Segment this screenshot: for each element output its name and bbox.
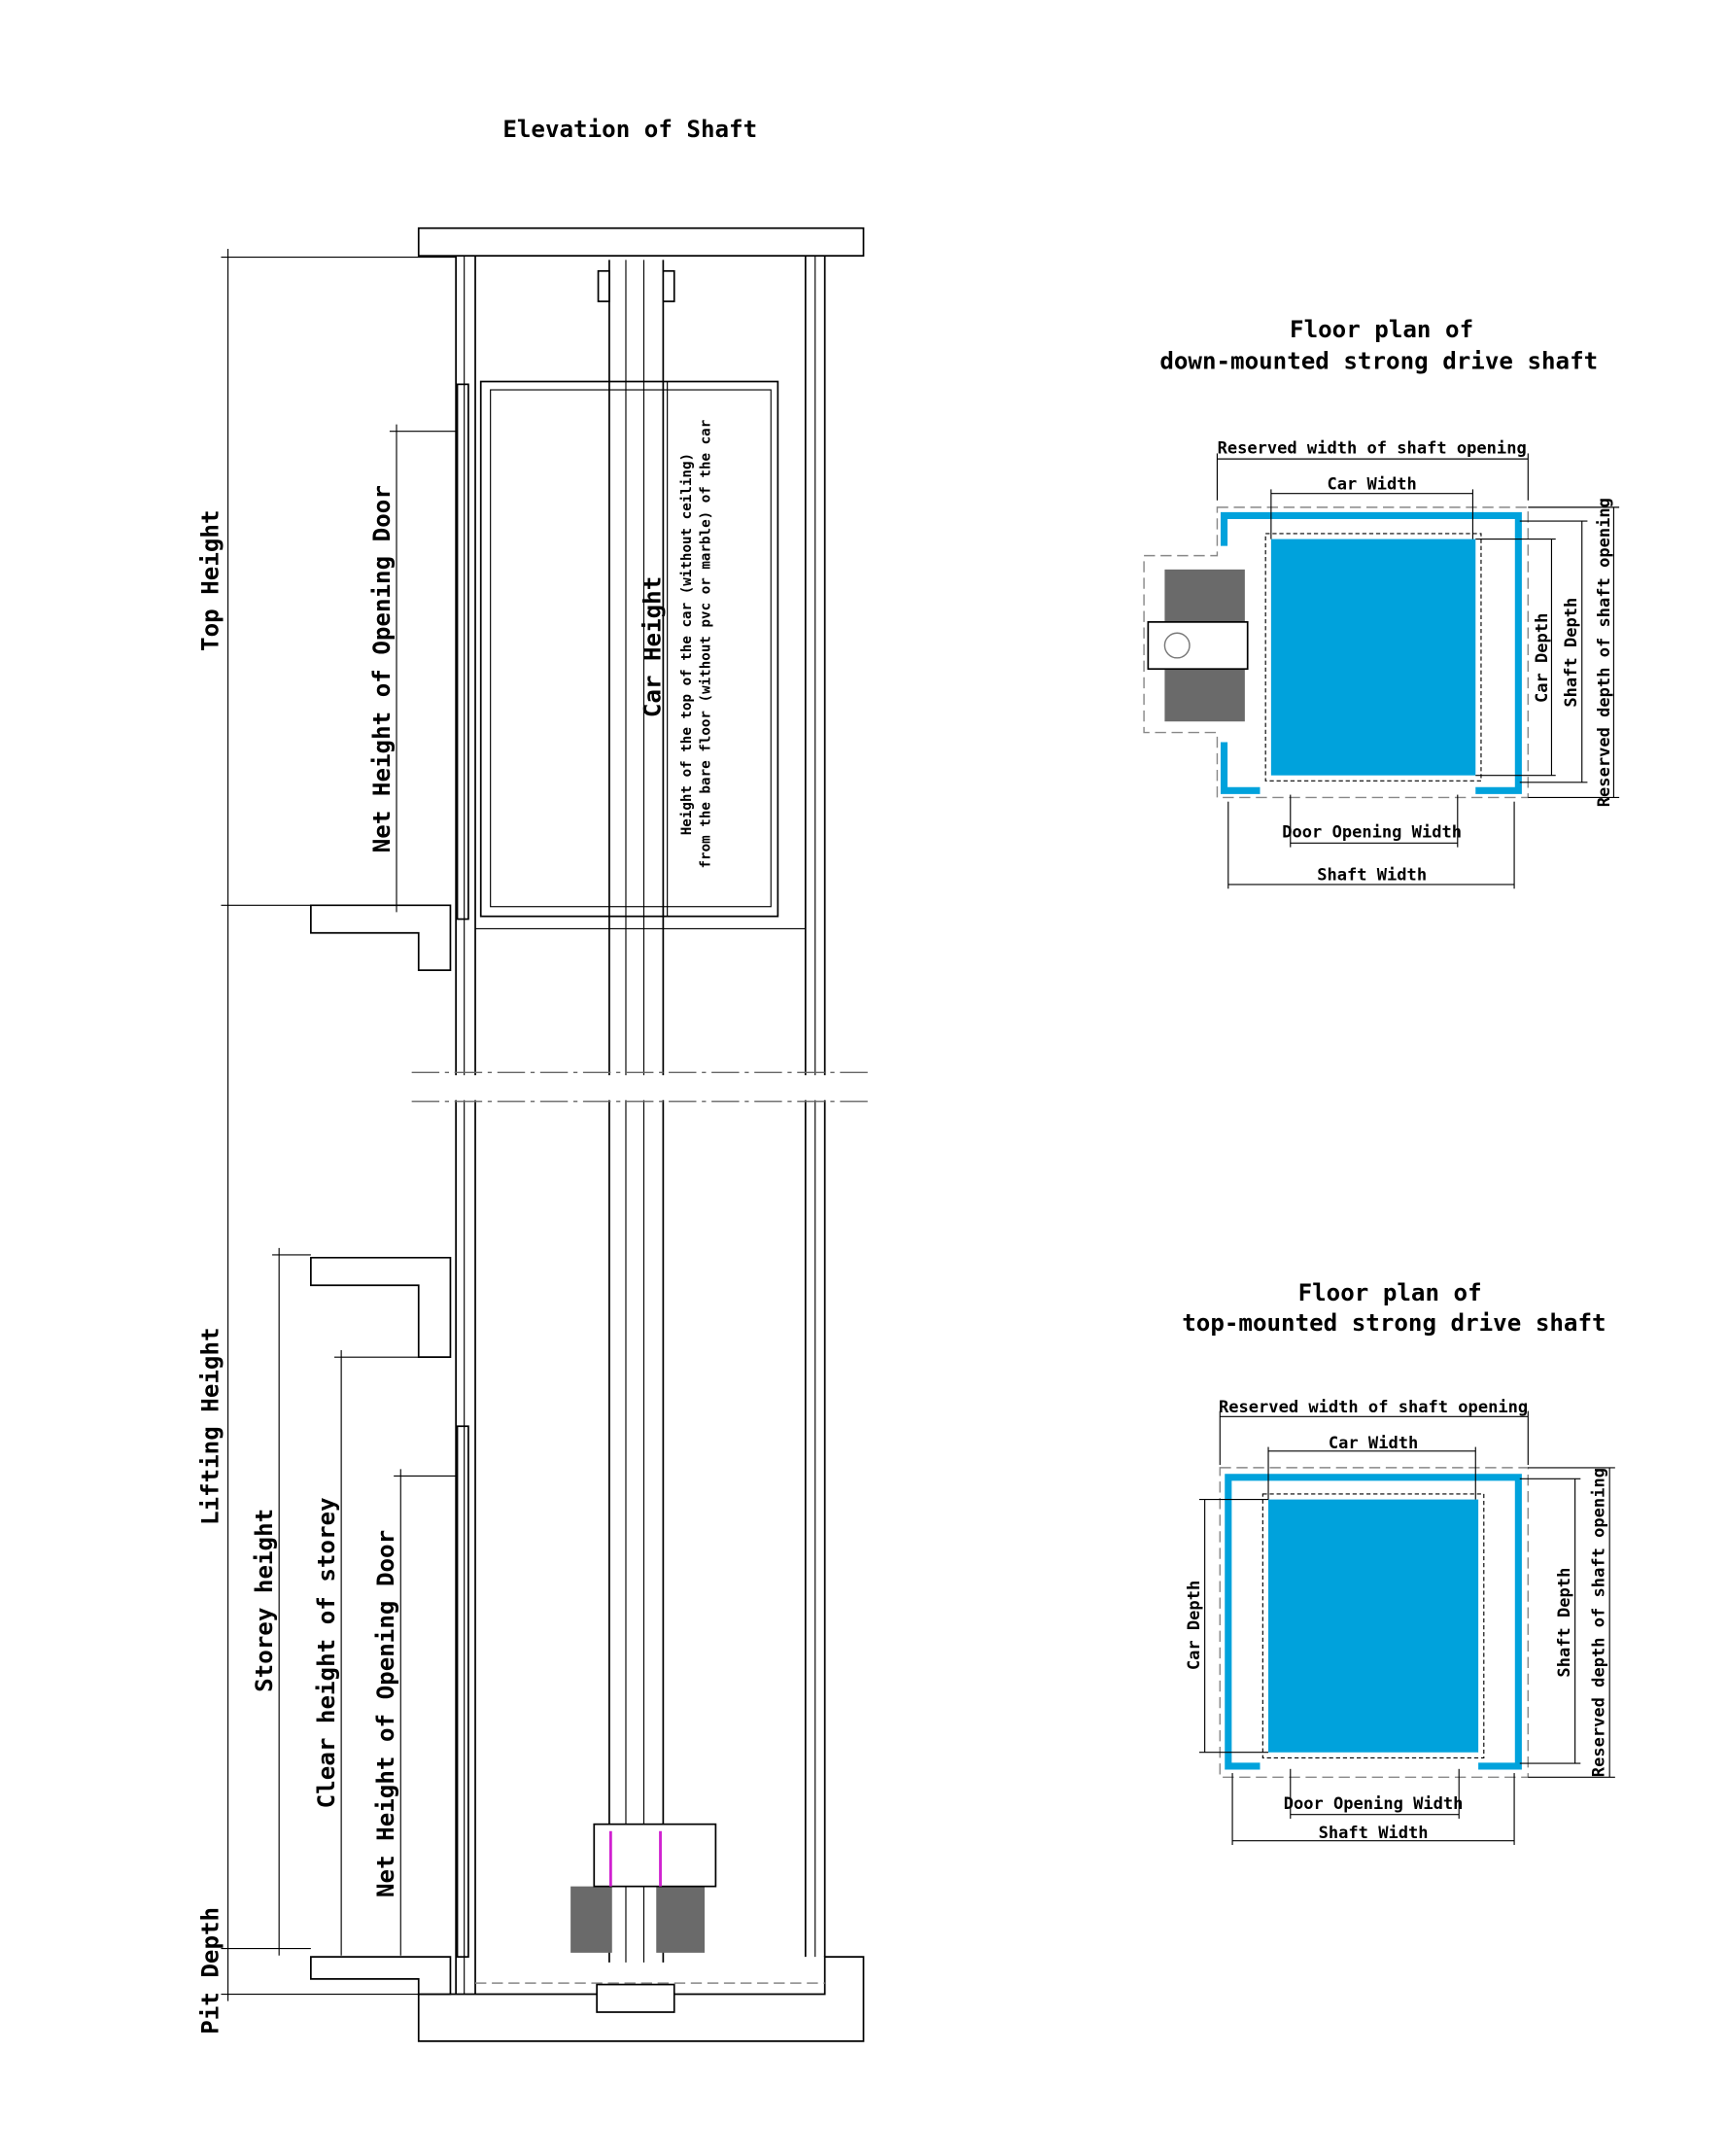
plan-down-car-depth: Car Depth [1533, 613, 1552, 703]
net-height-lower-label: Net Height of Opening Door [372, 1530, 399, 1897]
plan-down-reserved-width: Reserved width of shaft opening [1218, 438, 1527, 458]
machine-icon [1147, 569, 1249, 722]
car-height-note-1: Height of the top of the car (without ce… [679, 453, 695, 835]
elevator-car [475, 380, 806, 930]
top-slab [417, 226, 865, 258]
landing-slab-bottom [310, 1956, 452, 1996]
storey-height-label: Storey height [251, 1509, 278, 1692]
plan-top-reserved-width: Reserved width of shaft opening [1219, 1398, 1528, 1417]
plan-top-car-depth: Car Depth [1185, 1581, 1204, 1670]
car-height-note-2: from the bare floor (without pvc or marb… [699, 420, 714, 869]
plan-top-reserved-depth: Reserved depth of shaft opening [1589, 1468, 1608, 1777]
plan-down-title-2: down-mounted strong drive shaft [1159, 348, 1598, 375]
plan-top-shaft-width: Shaft Width [1319, 1824, 1429, 1843]
plan-top-car-width: Car Width [1329, 1434, 1418, 1453]
landing-door [456, 383, 469, 921]
plan-top-title-1: Floor plan of [1298, 1279, 1482, 1306]
landing-slab-upper [310, 904, 452, 971]
elevation-title: Elevation of Shaft [502, 116, 757, 143]
floor-plan-top-mounted: Floor plan of top-mounted strong drive s… [1182, 1279, 1615, 1845]
plan-down-shaft-width: Shaft Width [1317, 866, 1427, 886]
clear-height-label: Clear height of storey [313, 1497, 340, 1808]
net-height-upper-label: Net Height of Opening Door [368, 485, 396, 852]
traction-machine-icon [570, 1823, 717, 2013]
top-height-label: Top Height [197, 510, 225, 651]
car-floor [1268, 1499, 1479, 1753]
landing-door [456, 1425, 469, 1958]
car-height-label: Car Height [639, 576, 667, 717]
plan-down-shaft-depth: Shaft Depth [1562, 598, 1581, 708]
plan-top-shaft-depth: Shaft Depth [1555, 1568, 1574, 1678]
plan-top-title-2: top-mounted strong drive shaft [1182, 1309, 1606, 1337]
pit-depth-label: Pit Depth [197, 1907, 225, 2034]
plan-down-reserved-depth: Reserved depth of shaft opening [1595, 498, 1614, 807]
elevation-dimensions [221, 249, 458, 2001]
elevation-of-shaft: Elevation of Shaft Car Height Height of … [197, 116, 874, 2042]
guide-rails [597, 260, 675, 1963]
plan-top-door-width: Door Opening Width [1284, 1794, 1464, 1814]
plan-down-door-width: Door Opening Width [1282, 823, 1462, 843]
shaft-walls [455, 256, 826, 1995]
car-floor [1270, 539, 1476, 776]
plan-down-title-1: Floor plan of [1290, 316, 1473, 343]
floor-plan-down-mounted: Floor plan of down-mounted strong drive … [1143, 316, 1620, 889]
lifting-height-label: Lifting Height [197, 1327, 225, 1525]
plan-down-car-width: Car Width [1327, 474, 1416, 494]
landing-slab-middle [310, 1256, 452, 1359]
